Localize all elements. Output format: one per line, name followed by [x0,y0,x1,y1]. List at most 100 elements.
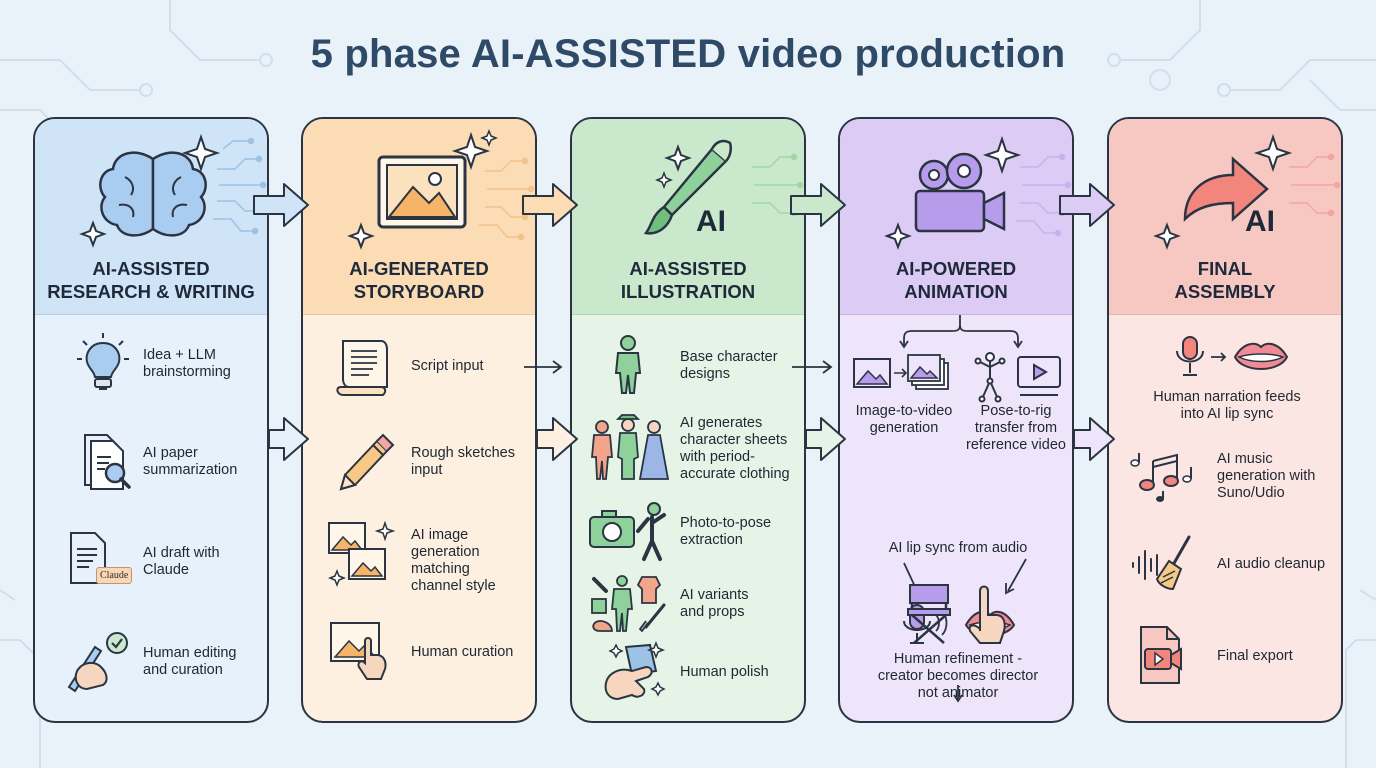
hand-cloth-icon [604,640,666,701]
label-line: Image-to-video [855,403,953,419]
label-line: Photo-to-pose [680,515,772,531]
scroll-icon [336,340,388,396]
label-line: creator becomes director [877,668,1039,684]
pose-to-rig-label: Pose-to-rig transfer from reference vide… [956,403,1072,454]
phase-title-line: FINAL [1197,258,1253,279]
phase-header: AI AI-ASSISTED ILLUSTRATION [572,119,804,315]
image-hand-icon [330,622,387,680]
big-arrow-2-3-top [522,183,578,227]
label-line: transfer from [974,420,1058,436]
phase-title-line: ASSEMBLY [1174,281,1276,302]
list-item: Human polish [572,637,804,707]
phase-title: AI-ASSISTED RESEARCH & WRITING [35,257,267,303]
list-item: Script input [303,331,535,401]
label-line: Human curation [411,643,514,660]
list-item-label: Photo-to-pose extraction [680,497,802,567]
label-line: Script input [411,357,484,374]
list-item: AI variants and props [572,569,804,639]
period-characters-icon [591,414,670,480]
label-line: Idea + LLM [143,347,216,363]
list-item-label: Script input [411,331,533,401]
label-line: generation with [1217,467,1316,484]
list-item: AI paper summarization [35,427,267,497]
phase-title-line: STORYBOARD [353,281,485,302]
director-chair-hand-icon [907,584,1006,644]
phase-title-line: AI-ASSISTED [629,258,747,279]
label-line: channel style [411,578,496,594]
label-line: with period- [680,449,755,465]
label-line: generation [869,420,939,436]
big-arrow-3-4-mid [805,417,846,461]
label-line: Rough sketches [411,445,515,461]
image-to-video-icon [853,354,949,390]
label-line: designs [680,366,730,382]
list-item-label: Human editing and curation [143,627,265,697]
label-line: and props [680,604,745,620]
label-line: AI draft with [143,545,220,561]
phase-header: AI-ASSISTED RESEARCH & WRITING [35,119,267,315]
list-item: Photo-to-pose extraction [572,497,804,567]
list-item-label: AI audio cleanup [1217,529,1339,599]
video-file-icon [1140,626,1182,684]
brain-icon [79,133,267,248]
refinement-label: Human refinement - creator becomes direc… [840,651,1072,702]
lightbulb-icon [77,333,129,390]
lip-sync-label: AI lip sync from audio [888,540,1028,556]
big-arrow-4-5-mid [1073,417,1115,461]
label-line: AI variants [680,587,749,603]
share-arrow-icon [1153,133,1341,250]
list-item-label: Idea + LLM brainstorming [143,329,265,399]
document-magnifier-icon [84,434,131,490]
phase-title: AI-ASSISTED ILLUSTRATION [572,257,804,303]
list-item: AI image generation matching channel sty… [303,515,535,607]
mic-to-lips-icon [1176,336,1289,376]
phase-animation: AI-POWERED ANIMATION [838,117,1074,723]
label-line: not animator [917,685,999,701]
image-to-video-label: Image-to-video generation [844,403,964,437]
list-item: AI audio cleanup [1109,529,1341,599]
list-item-label: Human polish [680,637,802,707]
big-arrow-2-3-mid [536,417,578,461]
list-item-label: AI paper summarization [143,427,265,497]
list-item: Claude AI draft with Claude [35,527,267,597]
label-line: generation [411,544,480,560]
list-item-label: AI music generation with Suno/Udio [1217,441,1339,511]
small-arrow-script [524,360,563,374]
label-line: Pose-to-rig [980,403,1052,419]
ai-label: AI [696,205,726,238]
label-line: accurate clothing [680,466,790,482]
phase-header: AI FINAL ASSEMBLY [1109,119,1341,315]
label-line: input [411,462,443,478]
phase-title-line: RESEARCH & WRITING [47,281,255,302]
label-line: reference video [966,437,1066,453]
list-item-label: Human curation [411,617,533,687]
camera-pose-icon [589,502,666,561]
label-line: Human refinement - [893,651,1023,667]
label-line: AI audio cleanup [1217,555,1326,572]
props-variants-icon [591,575,666,633]
label-line: matching [411,561,470,577]
list-item-label: AI draft with Claude [143,527,265,597]
label-line: character sheets [680,432,788,448]
label-line: Base character [680,349,778,365]
list-item: Base character designs [572,331,804,401]
label-line: and curation [143,662,223,678]
label-line: Human polish [680,663,769,680]
page-title: 5 phase AI-ASSISTED video production [310,32,1066,76]
phase-title: AI-GENERATED STORYBOARD [303,257,535,303]
big-arrow-1-2-mid [268,417,309,461]
big-arrow-4-5-top [1059,183,1115,227]
phase-header: AI-GENERATED STORYBOARD [303,119,535,315]
list-item: Final export [1109,621,1341,691]
list-item-label: AI variants and props [680,569,802,639]
label-line: Suno/Udio [1217,484,1285,501]
list-item: Human curation [303,617,535,687]
pose-rig-icon [974,352,1061,403]
phase-illustration: AI AI-ASSISTED ILLUSTRATION Base charact… [570,117,806,723]
claude-badge: Claude [96,567,133,584]
phase-research-writing: AI-ASSISTED RESEARCH & WRITING Idea + LL… [33,117,269,723]
narration-label: Human narration feeds into AI lip sync [1109,389,1341,423]
label-line: Human narration feeds [1153,389,1301,405]
